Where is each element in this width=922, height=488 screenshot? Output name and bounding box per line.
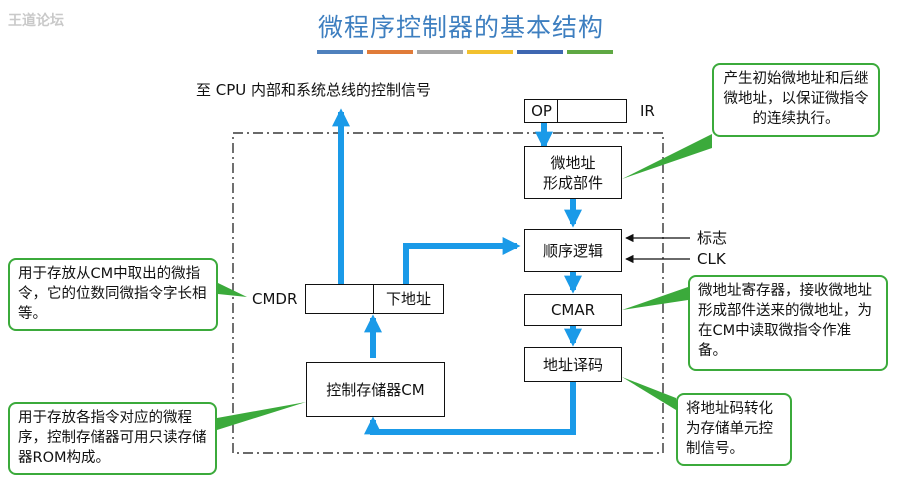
accent-bar-2 xyxy=(367,50,413,54)
accent-bar-3 xyxy=(417,50,463,54)
ir-label: IR xyxy=(640,102,655,120)
micro-address-generator: 微地址 形成部件 xyxy=(524,146,622,199)
arrow-next-to-seq xyxy=(403,237,521,284)
cmdr-label: CMDR xyxy=(252,290,298,308)
note-initial-address-text: 产生初始微地址和后继微地址，以保证微指令的连续执行。 xyxy=(723,71,869,127)
cmdr-next-address-field: 下地址 xyxy=(373,284,444,314)
cmar-register: CMAR xyxy=(524,294,622,326)
address-decoder: 地址译码 xyxy=(524,347,622,382)
page-title: 微程序控制器的基本结构 xyxy=(317,13,604,42)
note-cmar: 微地址寄存器，接收微地址形成部件送来的微地址，为在CM中读取微指令作准备。 xyxy=(688,275,888,371)
flag-label: 标志 xyxy=(697,229,728,247)
note-control-store-text: 用于存放各指令对应的微程序，控制存储器可用只读存储器ROM构成。 xyxy=(18,410,207,466)
cmdr-control-field xyxy=(305,284,375,314)
control-store-label: 控制存储器CM xyxy=(326,380,425,399)
watermark: 王道论坛 xyxy=(8,13,64,29)
note-cmar-text: 微地址寄存器，接收微地址形成部件送来的微地址，为在CM中读取微指令作准备。 xyxy=(698,283,872,359)
cmdr-next-address-label: 下地址 xyxy=(385,290,431,308)
sequence-logic: 顺序逻辑 xyxy=(524,229,622,272)
ir-rest-field xyxy=(557,99,627,123)
ir-op-label: OP xyxy=(531,102,552,120)
accent-bar-5 xyxy=(517,50,563,54)
clk-label: CLK xyxy=(697,250,726,268)
callout-pointer-initial-addr xyxy=(622,134,712,179)
ir-op-field: OP xyxy=(524,99,559,123)
callout-pointer-cm xyxy=(217,402,306,430)
note-cmdr-text: 用于存放从CM中取出的微指令，它的位数同微指令字长相等。 xyxy=(18,266,207,322)
control-signals-label: 至 CPU 内部和系统总线的控制信号 xyxy=(196,81,432,99)
note-cmdr: 用于存放从CM中取出的微指令，它的位数同微指令字长相等。 xyxy=(8,258,218,331)
cmar-label: CMAR xyxy=(550,301,596,319)
callout-pointer-decoder xyxy=(622,377,676,410)
arrow-decoder-to-cm xyxy=(364,382,576,435)
callout-pointer-cmdr xyxy=(218,283,247,297)
callout-pointer-cmar xyxy=(622,287,688,310)
control-store: 控制存储器CM xyxy=(306,362,445,417)
note-initial-address: 产生初始微地址和后继微地址，以保证微指令的连续执行。 xyxy=(712,63,880,137)
sequence-logic-label: 顺序逻辑 xyxy=(542,241,603,260)
accent-bar-4 xyxy=(467,50,513,54)
micro-address-generator-label: 微地址 形成部件 xyxy=(542,153,603,192)
address-decoder-label: 地址译码 xyxy=(542,355,603,374)
note-control-store: 用于存放各指令对应的微程序，控制存储器可用只读存储器ROM构成。 xyxy=(8,402,217,475)
accent-bar-1 xyxy=(317,50,363,54)
note-decoder-text: 将地址码转化为存储单元控制信号。 xyxy=(686,401,773,457)
accent-bar-6 xyxy=(567,50,613,54)
note-decoder: 将地址码转化为存储单元控制信号。 xyxy=(676,393,792,466)
